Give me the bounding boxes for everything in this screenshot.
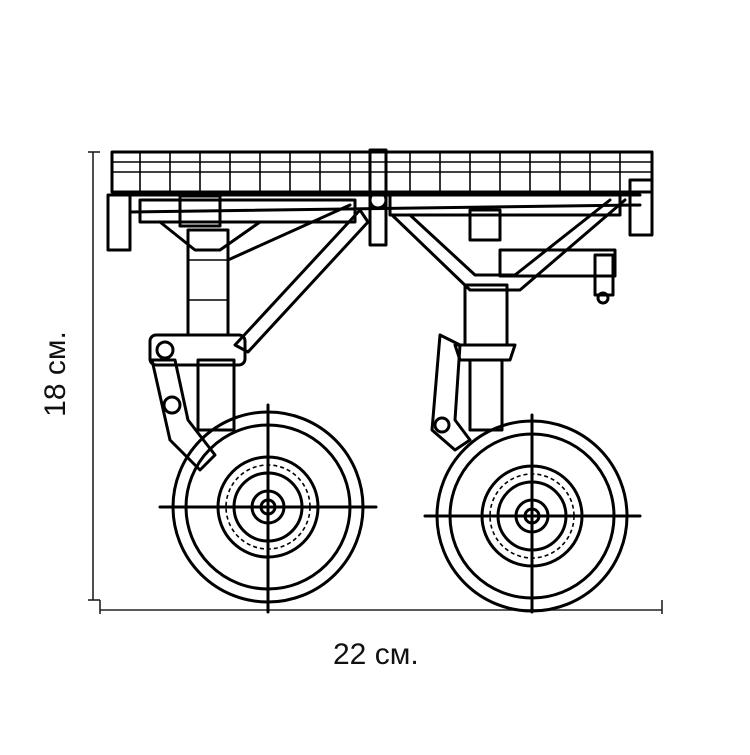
width-dimension-label: 22 см.: [333, 638, 419, 671]
right-wheel: [423, 413, 642, 614]
left-landing-gear: [138, 194, 370, 472]
height-dimension-label: 18 см.: [39, 331, 72, 417]
right-landing-gear: [388, 193, 627, 452]
width-dimension-line: [99, 600, 663, 614]
left-wheel: [158, 403, 378, 614]
height-dimension-line: [88, 151, 100, 601]
